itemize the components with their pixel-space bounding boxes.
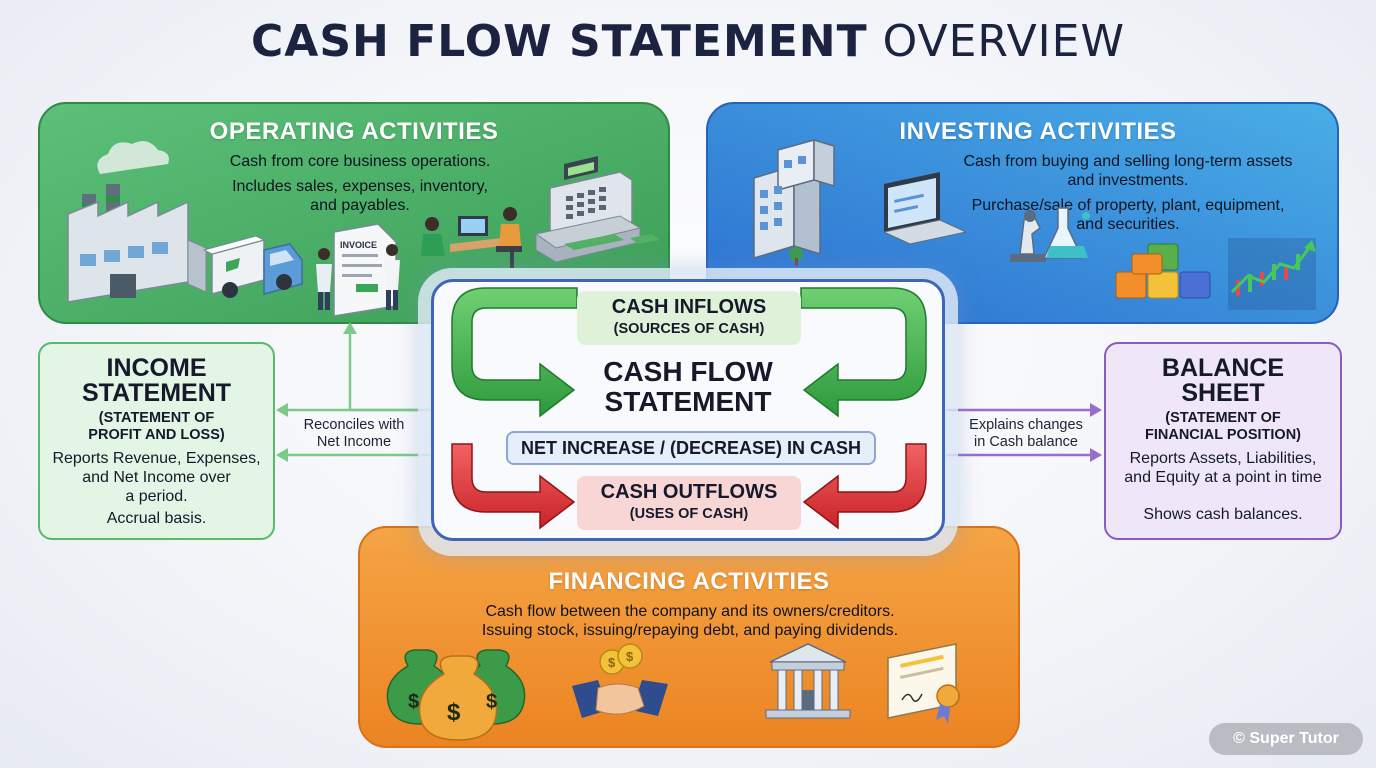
reconciles-line1: Reconciles with [303,417,405,433]
cash-inflows-subtitle: (SOURCES OF CASH) [613,321,765,337]
income-text-3: a period. [125,488,188,505]
bank-icon [765,643,851,719]
invoice-icon: INVOICE [333,223,397,317]
inflow-arrow-left [451,287,578,418]
operating-line2: Includes sales, expenses, inventory, [232,178,488,195]
balance-sheet-box: BALANCE SHEET (STATEMENT OF FINANCIAL PO… [1104,342,1342,540]
balance-text-3: Shows cash balances. [1143,506,1303,523]
cfs-title-line1: CASH FLOW [603,356,773,387]
office-building-icon [753,138,835,266]
cash-inflows-pill: CASH INFLOWS (SOURCES OF CASH) [577,291,801,345]
operating-line1: Cash from core business operations. [229,153,491,170]
income-text-2: and Net Income over [82,469,231,486]
building-blocks-icon [1115,243,1211,299]
cfs-title-line2: STATEMENT [604,386,772,417]
cash-outflows-pill: CASH OUTFLOWS (USES OF CASH) [577,476,801,530]
operating-description: Cash from core business operations. Incl… [190,152,530,215]
reconciles-line2: Net Income [316,434,392,450]
people-icon [316,244,400,310]
operating-line3: and payables. [310,197,410,214]
explains-line2: in Cash balance [974,434,1078,450]
page-title: CASH FLOW STATEMENT OVERVIEW [0,16,1376,67]
net-change-pill: NET INCREASE / (DECREASE) IN CASH [506,431,876,465]
balance-text-1: Reports Assets, Liabilities, [1129,450,1317,467]
invoice-label: INVOICE [340,240,377,250]
investing-line1: Cash from buying and selling long-term a… [963,153,1293,170]
svg-text:$: $ [408,691,419,713]
svg-text:$: $ [626,649,634,664]
laptop-icon [882,172,968,245]
svg-text:$: $ [608,655,616,670]
financing-activities-panel: FINANCING ACTIVITIES Cash flow between t… [358,526,1020,748]
balance-title-1: BALANCE [1161,354,1285,382]
cash-outflows-subtitle: (USES OF CASH) [629,506,749,522]
balance-text-2: and Equity at a point in time [1124,469,1322,486]
balance-subtitle-1: (STATEMENT OF [1165,410,1281,426]
certificate-icon [887,643,960,724]
operating-title: OPERATING ACTIVITIES [209,118,499,145]
outflow-arrow-left [451,443,576,530]
title-bold: CASH FLOW STATEMENT [251,16,868,67]
financing-line2: Issuing stock, issuing/repaying debt, an… [481,622,899,639]
income-title-1: INCOME [106,354,207,382]
income-title-2: STATEMENT [81,379,232,407]
income-subtitle-2: PROFIT AND LOSS) [88,427,225,443]
stock-chart-icon [1228,238,1316,310]
handshake-icon: $ $ [572,643,668,718]
title-light: OVERVIEW [882,16,1125,67]
inflow-arrow-right [800,287,927,418]
investing-illustrations [753,138,1316,310]
reconciles-label: Reconciles with Net Income [284,417,424,451]
income-statement-box: INCOME STATEMENT (STATEMENT OF PROFIT AN… [38,342,275,540]
financing-illustrations: $ $ $ $ $ [386,643,960,741]
svg-text:$: $ [447,699,461,726]
explains-label: Explains changes in Cash balance [956,417,1096,451]
cash-inflows-title: CASH INFLOWS [611,296,767,318]
financing-title: FINANCING ACTIVITIES [548,568,830,595]
financing-line1: Cash flow between the company and its ow… [485,603,895,620]
explains-line1: Explains changes [969,417,1083,433]
income-text-1: Reports Revenue, Expenses, [52,450,261,467]
flask-icon [1042,207,1090,259]
office-workers-icon [421,207,522,268]
financing-description: Cash flow between the company and its ow… [380,602,1000,640]
svg-text:$: $ [486,691,497,713]
investing-title: INVESTING ACTIVITIES [899,118,1177,145]
money-bags-icon: $ $ $ [386,649,526,741]
income-text-4: Accrual basis. [106,510,207,527]
watermark: © Super Tutor [1209,723,1363,755]
cash-register-icon [534,156,660,263]
cash-flow-statement-title: CASH FLOW STATEMENT [560,357,816,417]
investing-description: Cash from buying and selling long-term a… [938,152,1318,234]
operating-illustrations: INVOICE [67,141,660,317]
microscope-icon [1010,210,1046,262]
outflow-arrow-right [802,443,927,530]
factory-icon [67,141,207,303]
investing-line3: Purchase/sale of property, plant, equipm… [971,197,1285,214]
cash-outflows-title: CASH OUTFLOWS [600,481,778,503]
investing-line4: and securities. [1076,216,1180,233]
investing-line2: and investments. [1067,172,1189,189]
income-subtitle-1: (STATEMENT OF [98,410,215,426]
balance-subtitle-2: FINANCIAL POSITION) [1144,427,1301,443]
balance-title-2: SHEET [1181,379,1265,407]
delivery-truck-icon [202,235,303,298]
